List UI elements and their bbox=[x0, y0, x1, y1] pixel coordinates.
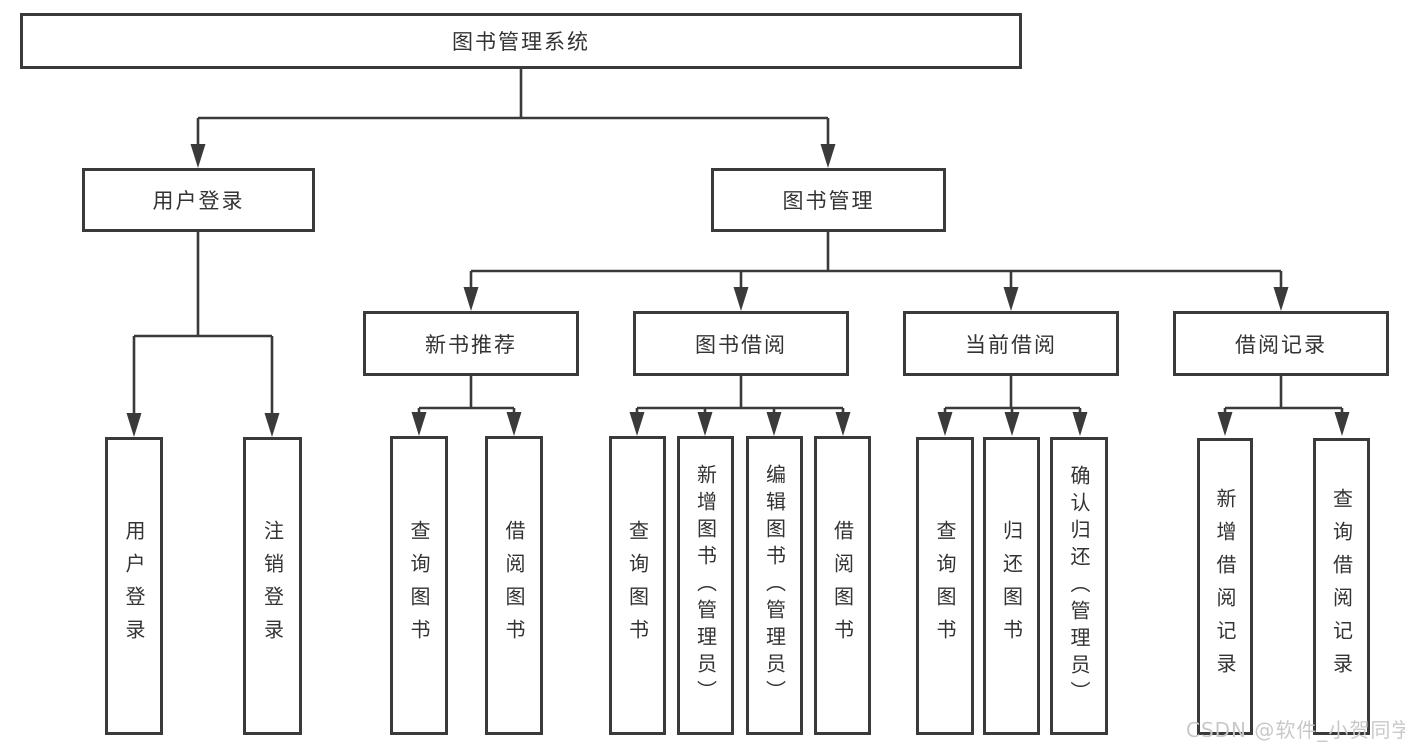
node-current-borrow: 当前借阅 bbox=[903, 311, 1119, 376]
leaf-cb-confirm-return-admin: 确认归还（管理员） bbox=[1050, 437, 1108, 735]
leaf-cb-return-books: 归还图书 bbox=[983, 437, 1040, 735]
node-borrow-records: 借阅记录 bbox=[1173, 311, 1389, 376]
leaf-nb-query-books: 查询图书 bbox=[390, 436, 448, 735]
leaf-bb-add-books-admin: 新增图书（管理员） bbox=[677, 436, 734, 735]
leaf-cb-query-books: 查询图书 bbox=[916, 437, 974, 735]
leaf-bb-edit-books-admin: 编辑图书（管理员） bbox=[746, 436, 803, 735]
leaf-bb-borrow-books: 借阅图书 bbox=[814, 436, 871, 735]
leaf-br-query-record: 查询借阅记录 bbox=[1313, 438, 1370, 735]
node-new-book-recommend: 新书推荐 bbox=[363, 311, 579, 376]
node-user-login: 用户登录 bbox=[82, 168, 315, 232]
node-book-management: 图书管理 bbox=[711, 168, 946, 232]
leaf-br-add-record: 新增借阅记录 bbox=[1197, 438, 1253, 735]
leaf-bb-query-books: 查询图书 bbox=[609, 436, 666, 735]
leaf-logout-login: 注销登录 bbox=[243, 437, 302, 735]
leaf-user-login: 用户登录 bbox=[105, 437, 163, 735]
watermark: CSDN @软件_小贺同学 bbox=[1186, 718, 1405, 742]
node-root: 图书管理系统 bbox=[20, 13, 1022, 69]
node-book-borrow: 图书借阅 bbox=[633, 311, 849, 376]
leaf-nb-borrow-books: 借阅图书 bbox=[485, 436, 543, 735]
